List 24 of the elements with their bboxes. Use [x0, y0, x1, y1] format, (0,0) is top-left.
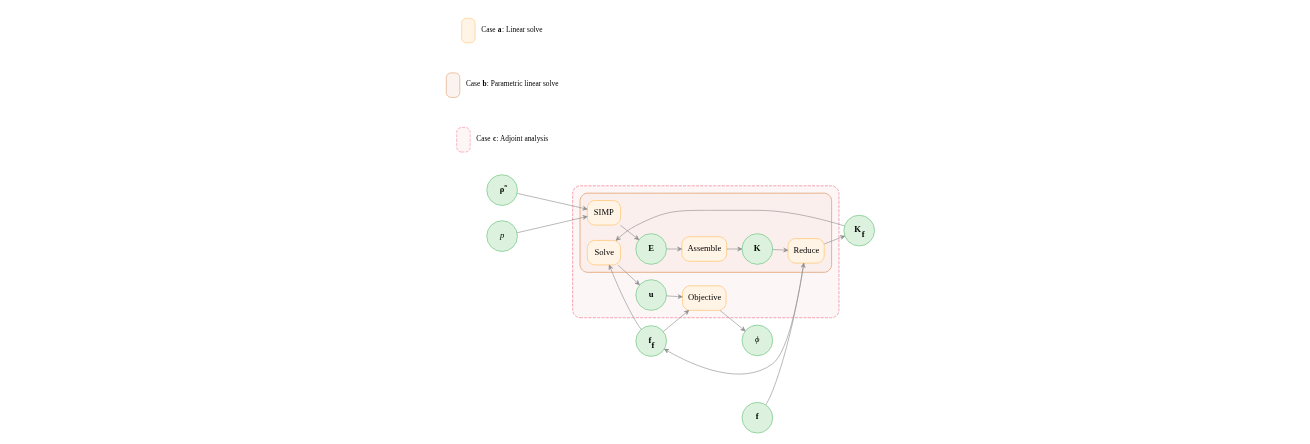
arrow [726, 246, 742, 252]
arrow [823, 235, 845, 245]
node-circle: f [741, 402, 773, 434]
node-box: Assemble [681, 236, 727, 262]
arrow [765, 262, 805, 406]
node-box: Solve [586, 240, 621, 266]
node-circle: p [485, 220, 518, 252]
node-box: SIMP [586, 200, 621, 226]
arrow [615, 210, 845, 241]
node-box: Objective [681, 285, 726, 311]
arrow [516, 193, 588, 211]
arrow [771, 247, 788, 253]
arrow [608, 264, 641, 330]
arrow [516, 215, 588, 234]
arrow [666, 246, 682, 252]
arrow [665, 294, 683, 299]
arrow [662, 310, 689, 332]
arrow [719, 310, 745, 332]
node-circle: ρ̃ [485, 174, 518, 206]
arrow [617, 264, 640, 286]
node-circle: K [741, 233, 773, 265]
arrow [663, 262, 804, 375]
arrow [619, 224, 639, 241]
node-box: Reduce [787, 238, 825, 264]
